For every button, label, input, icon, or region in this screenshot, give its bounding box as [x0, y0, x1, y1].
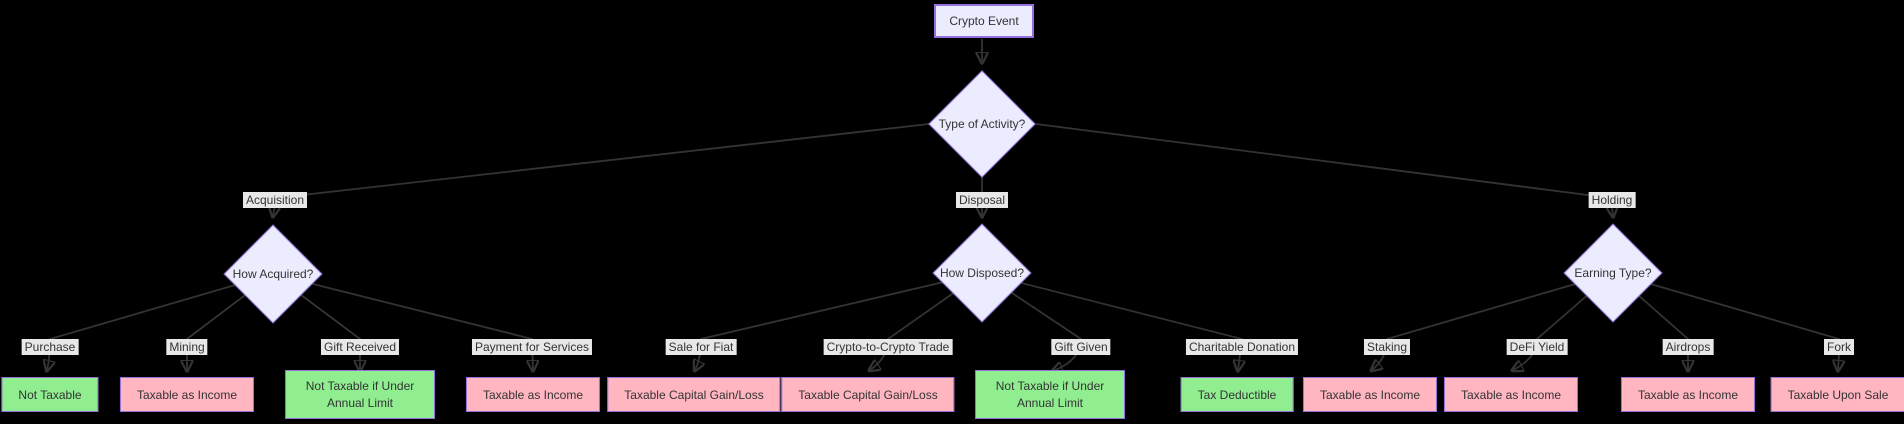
- edge-label-crypto-to-crypto-trade: Crypto-to-Crypto Trade: [823, 339, 953, 356]
- edge-label-staking: Staking: [1363, 339, 1411, 356]
- edge-label-defi-yield: DeFi Yield: [1506, 339, 1568, 356]
- node-taxable-capital-gain-loss-fiat: Taxable Capital Gain/Loss: [607, 377, 781, 412]
- edge-activity-to-holding: [1035, 123, 1613, 216]
- node-taxable-upon-sale: Taxable Upon Sale: [1770, 377, 1904, 412]
- node-crypto-event: Crypto Event: [934, 4, 1034, 38]
- decision-how-acquired: How Acquired?: [223, 224, 323, 324]
- edge-label-mining: Mining: [166, 339, 208, 356]
- edge-label-purchase: Purchase: [21, 339, 79, 356]
- decision-label: How Disposed?: [939, 266, 1025, 280]
- edge-label-holding: Holding: [1588, 192, 1636, 209]
- node-not-taxable-under-limit-gift-received: Not Taxable if Under Annual Limit: [285, 370, 435, 419]
- node-tax-deductible: Tax Deductible: [1180, 377, 1294, 412]
- node-taxable-capital-gain-loss-trade: Taxable Capital Gain/Loss: [781, 377, 955, 412]
- edge-label-payment-for-services: Payment for Services: [471, 339, 593, 356]
- node-taxable-as-income-defi: Taxable as Income: [1443, 377, 1579, 412]
- edge-activity-to-acquisition: [273, 123, 930, 216]
- edge-label-gift-received: Gift Received: [320, 339, 400, 356]
- edge-label-airdrops: Airdrops: [1662, 339, 1714, 356]
- node-taxable-as-income-airdrops: Taxable as Income: [1620, 377, 1756, 412]
- edge-label-fork: Fork: [1824, 339, 1854, 356]
- decision-label: Type of Activity?: [938, 117, 1026, 131]
- edge-label-charitable-donation: Charitable Donation: [1185, 339, 1299, 356]
- decision-label: How Acquired?: [232, 267, 314, 281]
- edge-label-acquisition: Acquisition: [242, 192, 308, 209]
- node-not-taxable-under-limit-gift-given: Not Taxable if Under Annual Limit: [975, 370, 1125, 419]
- edge-label-disposal: Disposal: [955, 192, 1009, 209]
- node-taxable-as-income-payment: Taxable as Income: [465, 377, 601, 412]
- edge-label-gift-given: Gift Given: [1051, 339, 1111, 356]
- node-taxable-as-income-staking: Taxable as Income: [1302, 377, 1438, 412]
- node-taxable-as-income-mining: Taxable as Income: [119, 377, 255, 412]
- edge-label-sale-for-fiat: Sale for Fiat: [665, 339, 737, 356]
- decision-type-of-activity: Type of Activity?: [928, 70, 1036, 178]
- decision-earning-type: Earning Type?: [1563, 223, 1663, 323]
- decision-label: Earning Type?: [1574, 266, 1652, 280]
- decision-how-disposed: How Disposed?: [932, 223, 1032, 323]
- node-not-taxable-purchase: Not Taxable: [1, 377, 99, 412]
